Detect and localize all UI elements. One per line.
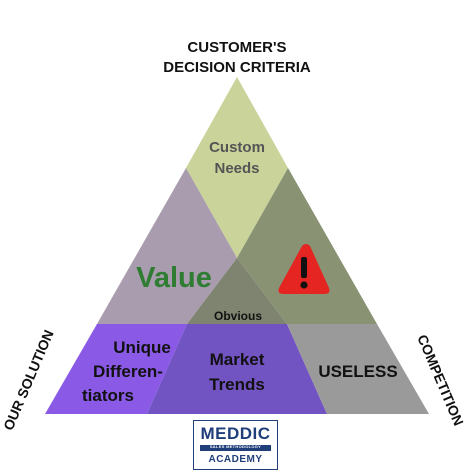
customer-decision-criteria-label-line2: DECISION CRITERIA xyxy=(163,59,311,76)
obvious-label: Obvious xyxy=(214,309,262,323)
unique-differentiators-label-line2: Differen- xyxy=(93,362,163,381)
obvious-region xyxy=(187,258,287,324)
custom-needs-region xyxy=(186,77,288,258)
meddic-academy-logo: MEDDIC SALES METHODOLOGY ACADEMY xyxy=(193,420,278,470)
logo-academy: ACADEMY xyxy=(208,454,263,465)
logo-brand: MEDDIC xyxy=(200,424,271,443)
unique-differentiators-label-line3: tiators xyxy=(82,386,134,405)
useless-label: USELESS xyxy=(318,362,397,381)
market-trends-region xyxy=(147,324,327,414)
competition-region xyxy=(287,324,429,414)
market-trends-label-line1: Market xyxy=(210,350,265,369)
warning-exclamation-bar xyxy=(301,257,307,278)
logo-tagline-bar: SALES METHODOLOGY xyxy=(200,444,271,451)
value-label: Value xyxy=(136,262,212,294)
warning-icon xyxy=(278,244,330,294)
warning-exclamation-dot xyxy=(300,281,308,289)
our-solution-region xyxy=(45,324,187,414)
custom-needs-label-line2: Needs xyxy=(214,160,259,177)
logo-tagline: SALES METHODOLOGY xyxy=(209,444,262,449)
market-trends-label-line2: Trends xyxy=(209,375,265,394)
value-region xyxy=(97,168,237,324)
our-solution-label: OUR SOLUTION xyxy=(0,328,57,433)
custom-needs-label-line1: Custom xyxy=(209,139,265,156)
unique-differentiators-label-line1: Unique xyxy=(113,338,171,357)
customer-decision-criteria-label-line1: CUSTOMER'S xyxy=(187,39,286,56)
